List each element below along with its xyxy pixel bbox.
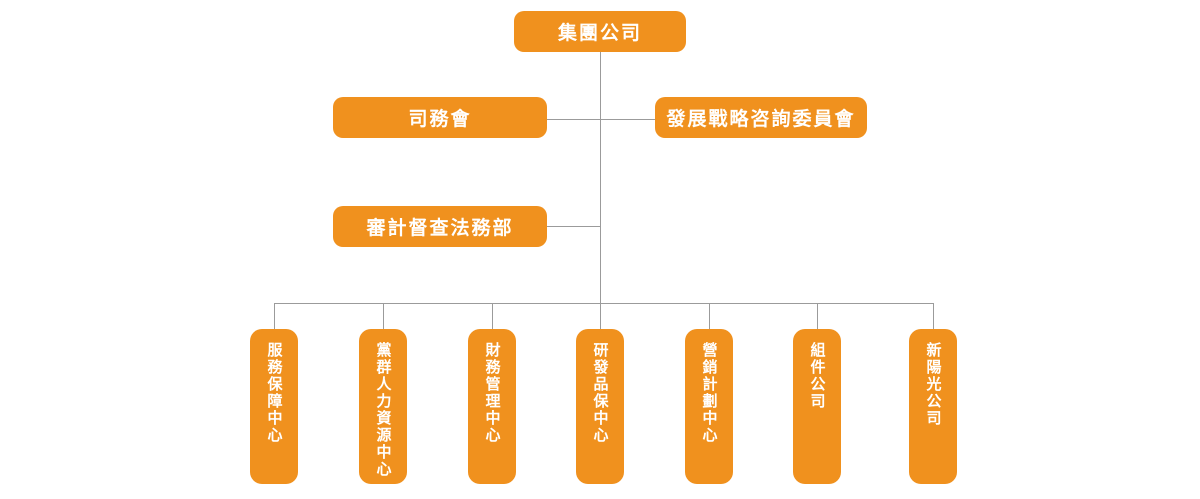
- connector-root-vertical: [600, 52, 601, 303]
- connector-drop-2: [383, 303, 384, 329]
- node-rd-quality-center: 研發品保中心: [576, 329, 624, 484]
- node-marketing-planning-center-label: 營銷計劃中心: [700, 342, 717, 444]
- node-party-hr-center: 黨群人力資源中心: [359, 329, 407, 484]
- connector-drop-7: [933, 303, 934, 329]
- connector-drop-5: [709, 303, 710, 329]
- node-council: 司務會: [326, 88, 551, 138]
- node-service-support-center: 服務保障中心: [250, 329, 298, 484]
- node-group-company-label: 集團公司: [557, 23, 642, 44]
- node-strategy-committee-label: 發展戰略咨詢委員會: [666, 109, 856, 130]
- node-marketing-planning-center: 營銷計劃中心: [685, 329, 733, 484]
- node-group-company: 集團公司: [507, 2, 690, 52]
- node-strategy-committee: 發展戰略咨詢委員會: [648, 88, 871, 138]
- node-audit-legal-dept: 審計督查法務部: [326, 197, 551, 247]
- node-finance-management-center: 財務管理中心: [468, 329, 516, 484]
- node-audit-legal-dept-label: 審計督查法務部: [366, 218, 514, 239]
- connector-drop-3: [492, 303, 493, 329]
- connector-drop-6: [817, 303, 818, 329]
- connector-drop-1: [274, 303, 275, 329]
- connector-drop-4: [600, 303, 601, 329]
- node-council-label: 司務會: [408, 109, 472, 130]
- node-finance-management-center-label: 財務管理中心: [483, 342, 500, 444]
- node-components-company-label: 組件公司: [808, 342, 825, 410]
- node-components-company: 組件公司: [793, 329, 841, 484]
- connector-level2-horizontal: [547, 119, 655, 120]
- connector-level3-horizontal: [547, 226, 601, 227]
- node-new-sunshine-company: 新陽光公司: [909, 329, 957, 484]
- node-rd-quality-center-label: 研發品保中心: [591, 342, 608, 444]
- node-party-hr-center-label: 黨群人力資源中心: [374, 342, 391, 478]
- node-service-support-center-label: 服務保障中心: [265, 342, 282, 444]
- node-new-sunshine-company-label: 新陽光公司: [924, 342, 941, 427]
- connector-departments-horizontal: [274, 303, 934, 304]
